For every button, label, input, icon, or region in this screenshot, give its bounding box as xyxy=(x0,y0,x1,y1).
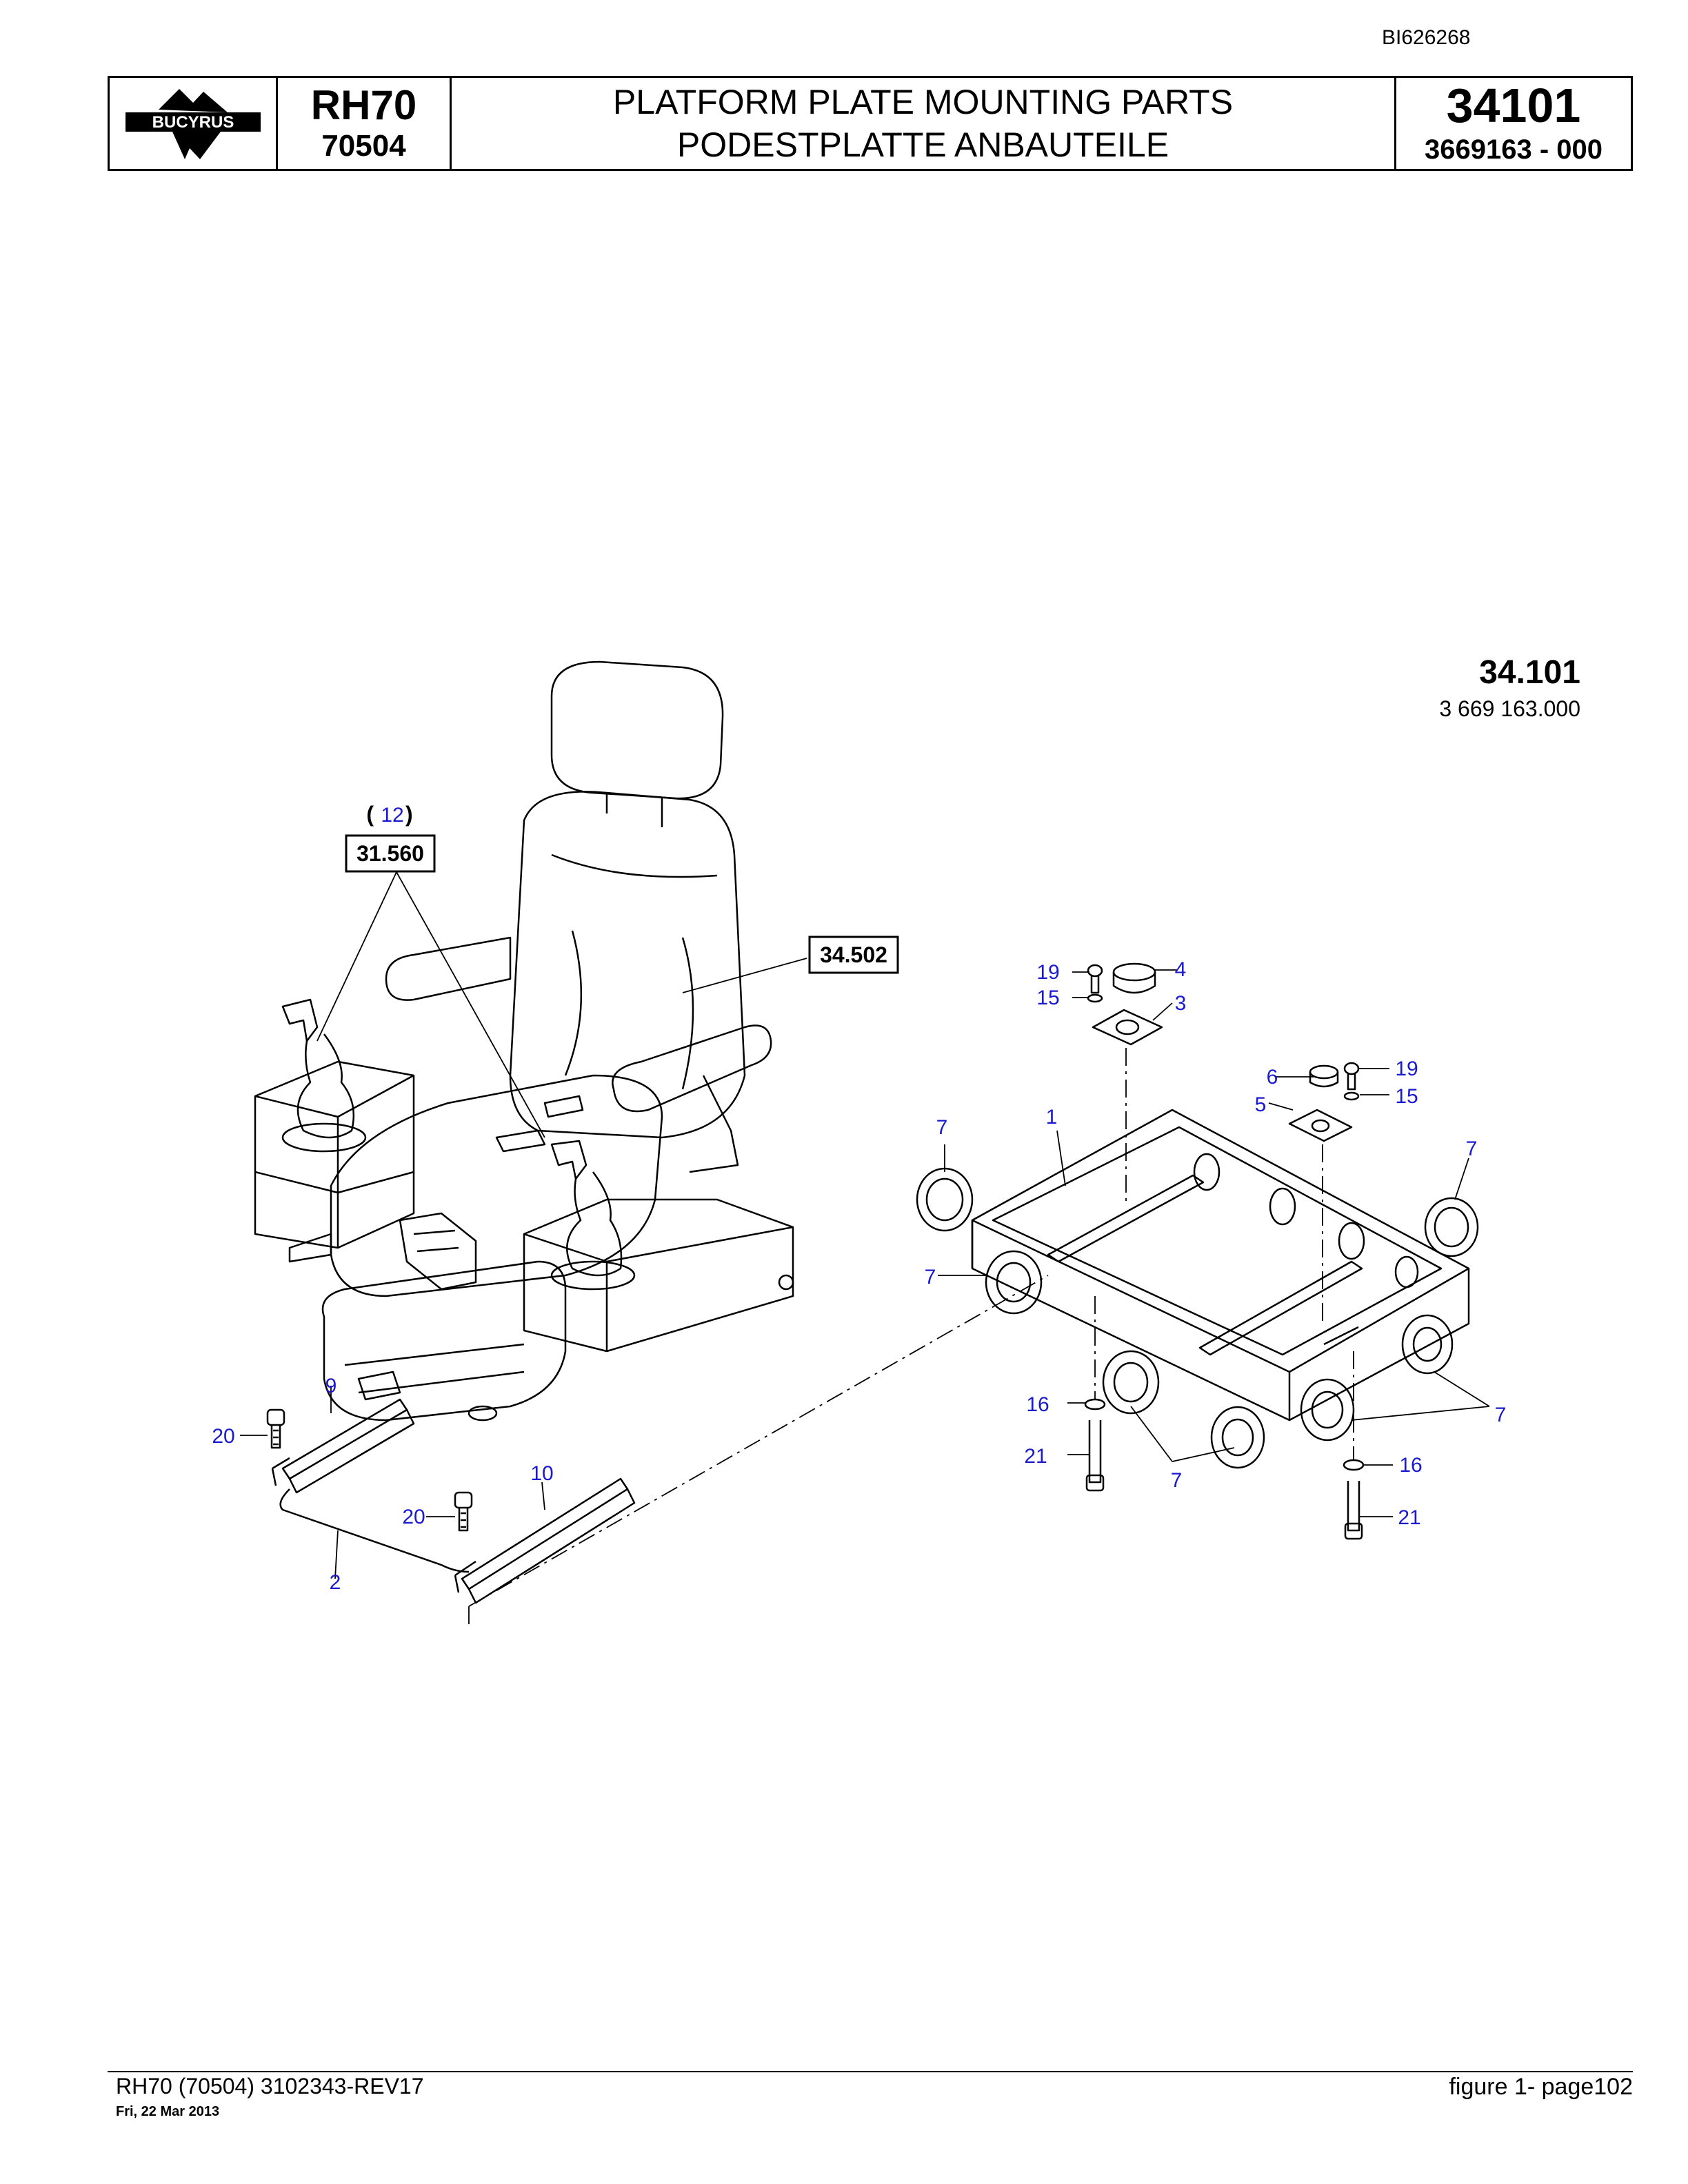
platform-plate-box xyxy=(916,1109,1479,1469)
bucyrus-logo-icon: BUCYRUS xyxy=(125,89,261,159)
operator-seat xyxy=(254,660,794,1422)
title-english: PLATFORM PLATE MOUNTING PARTS xyxy=(612,83,1234,121)
model-cell: RH70 70504 xyxy=(278,78,452,169)
ref-box-31560-qty: 12 xyxy=(381,804,403,827)
callout-7a: 7 xyxy=(936,1116,948,1139)
fasteners xyxy=(1084,964,1365,1540)
callout-3: 3 xyxy=(1175,992,1187,1015)
callout-7b: 7 xyxy=(925,1266,936,1288)
callout-5: 5 xyxy=(1255,1093,1267,1116)
footer-divider xyxy=(108,2071,1633,2072)
callout-7e: 7 xyxy=(1171,1469,1183,1492)
center-lines xyxy=(468,1048,1354,1627)
callout-9: 9 xyxy=(325,1375,337,1397)
callout-21b: 21 xyxy=(1398,1506,1420,1529)
footer-page-ref: figure 1- page102 xyxy=(1449,2074,1633,2100)
callout-7c: 7 xyxy=(1466,1138,1478,1160)
callout-10: 10 xyxy=(530,1462,553,1485)
callout-4: 4 xyxy=(1175,958,1187,981)
ref-box-qty: ( 12 ) xyxy=(366,802,412,827)
code-cell: 34101 3669163 - 000 xyxy=(1396,78,1631,169)
model-name: RH70 xyxy=(310,82,417,128)
callout-1: 1 xyxy=(1046,1106,1058,1129)
leader-lines xyxy=(240,871,1490,1579)
group-code: 34101 xyxy=(1446,79,1581,132)
document-id: BI626268 xyxy=(1382,26,1471,49)
footer-document-ref: RH70 (70504) 3102343-REV17 xyxy=(116,2074,424,2099)
part-number: 3669163 - 000 xyxy=(1424,134,1602,165)
callout-19b: 19 xyxy=(1395,1058,1418,1080)
logo-wordmark: BUCYRUS xyxy=(152,113,234,132)
ref-box-31560[interactable]: 31.560 xyxy=(345,834,436,873)
callout-6: 6 xyxy=(1267,1066,1278,1089)
title-cell: PLATFORM PLATE MOUNTING PARTS PODESTPLAT… xyxy=(452,78,1396,169)
callout-21a: 21 xyxy=(1024,1445,1047,1468)
brand-logo: BUCYRUS xyxy=(110,78,278,169)
seat-rails xyxy=(271,1398,636,1604)
callout-20a: 20 xyxy=(212,1425,234,1448)
rubber-mounts xyxy=(1092,962,1353,1142)
callout-20b: 20 xyxy=(402,1506,425,1528)
title-block: BUCYRUS RH70 70504 PLATFORM PLATE MOUNTI… xyxy=(108,76,1633,171)
title-german: PODESTPLATTE ANBAUTEILE xyxy=(676,125,1169,164)
figure-part-number: 3 669 163.000 xyxy=(1439,696,1580,721)
callout-15b: 15 xyxy=(1395,1085,1418,1108)
callout-16a: 16 xyxy=(1026,1393,1049,1416)
svg-text:): ) xyxy=(405,802,413,827)
svg-text:(: ( xyxy=(366,802,374,827)
callout-16b: 16 xyxy=(1399,1454,1422,1477)
ref-box-34502[interactable]: 34.502 xyxy=(808,936,899,974)
ref-box-34502-label: 34.502 xyxy=(820,942,887,967)
model-number: 70504 xyxy=(321,129,406,163)
callout-numbers: 1 2 3 4 5 6 7 7 7 7 7 7 9 10 15 15 16 16… xyxy=(212,958,1506,1594)
ref-box-31560-label: 31.560 xyxy=(356,841,424,866)
callout-15a: 15 xyxy=(1036,987,1059,1009)
callout-2: 2 xyxy=(330,1571,341,1594)
callout-19a: 19 xyxy=(1036,961,1059,984)
figure-group-number: 34.101 xyxy=(1479,654,1580,691)
bolt-20 xyxy=(266,1408,473,1532)
footer-date: Fri, 22 Mar 2013 xyxy=(116,2104,220,2119)
callout-7d: 7 xyxy=(1495,1404,1507,1426)
